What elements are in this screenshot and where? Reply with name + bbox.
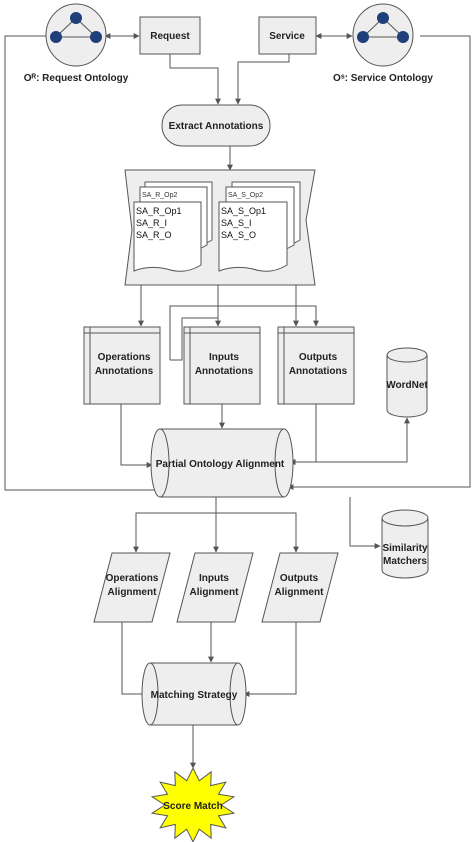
- doc-right-back-label: SA_S_Op2: [228, 192, 263, 199]
- outputs-alignment-label: Outputs: [280, 573, 319, 584]
- similarity-matchers-label: Matchers: [383, 556, 427, 567]
- score-match-label: Score Match: [163, 801, 222, 812]
- operations-annotations-label: Operations: [98, 352, 151, 363]
- operations-alignment-label: Operations: [106, 573, 159, 584]
- operations-alignment-label: Alignment: [108, 587, 158, 598]
- request-node: Request: [139, 16, 201, 55]
- doc-right-line: SA_S_O: [221, 230, 256, 240]
- request-annotation-doc: [133, 201, 202, 272]
- wordnet-link: [289, 417, 410, 465]
- wordnet-node: WordNet: [386, 347, 428, 418]
- ontology-dot: [50, 31, 62, 43]
- operations-to-inputs-link: [170, 317, 218, 361]
- outputs-alignment-label: Alignment: [275, 587, 325, 598]
- matching-strategy-label: Matching Strategy: [151, 690, 238, 701]
- doc-right-line: SA_S_I: [221, 218, 252, 228]
- partial-alignment-node: Partial Ontology Alignment: [150, 428, 294, 498]
- right-loop-connector: [287, 35, 471, 490]
- extract-annotations-node: Extract Annotations: [161, 104, 271, 147]
- operations-annotations-label: Annotations: [95, 366, 154, 377]
- connectors: [4, 33, 471, 769]
- alignment-branch: [135, 512, 297, 552]
- service-annotation-doc: [218, 201, 288, 272]
- wordnet-label: WordNet: [386, 380, 428, 391]
- partial-alignment-label: Partial Ontology Alignment: [156, 459, 285, 470]
- doc-right-line: SA_S_Op1: [221, 206, 266, 216]
- outputs-alignment-node: Outputs Alignment: [261, 552, 339, 623]
- outputs-annotations-label: Outputs: [299, 352, 338, 363]
- operations-to-alignment: [120, 404, 153, 468]
- doc-left-back-label: SA_R_Op2: [142, 192, 178, 199]
- similarity-matchers-label: Similarity: [382, 543, 427, 554]
- inputs-alignment-label: Inputs: [199, 573, 229, 584]
- request-ontology-node: Oᴿ: Request Ontology: [24, 3, 129, 84]
- ontology-dot: [357, 31, 369, 43]
- inputs-annotations-node: Inputs Annotations: [183, 326, 261, 405]
- ontology-dot: [70, 12, 82, 24]
- left-loop-connector: [4, 35, 289, 493]
- service-label: Service: [269, 31, 305, 42]
- annotation-documents: SA_R_Op2 SA_R_Op1 SA_R_I SA_R_O SA_S_Op2…: [124, 169, 316, 286]
- outputs-alignment-to-strategy: [243, 622, 297, 697]
- operations-to-outputs-link: [169, 305, 319, 360]
- doc-left-line: SA_R_I: [136, 218, 167, 228]
- ontology-dot: [377, 12, 389, 24]
- service-node: Service: [258, 16, 317, 55]
- inputs-annotations-label: Inputs: [209, 352, 239, 363]
- request-ontology-label: Oᴿ: Request Ontology: [24, 73, 129, 84]
- operations-alignment-to-strategy: [121, 622, 149, 697]
- similarity-matchers-node: Similarity Matchers: [381, 509, 429, 579]
- operations-alignment-node: Operations Alignment: [93, 552, 171, 623]
- matching-strategy-node: Matching Strategy: [141, 662, 247, 726]
- request-label: Request: [150, 31, 190, 42]
- outputs-annotations-label: Annotations: [289, 366, 348, 377]
- ontology-dot: [90, 31, 102, 43]
- service-ontology-node: Oˢ: Service Ontology: [333, 3, 433, 84]
- inputs-alignment-label: Alignment: [190, 587, 240, 598]
- score-match-node: Score Match: [150, 767, 236, 842]
- service-to-extract: [235, 54, 290, 105]
- doc-left-line: SA_R_O: [136, 230, 172, 240]
- extract-annotations-label: Extract Annotations: [169, 121, 264, 132]
- doc-left-line: SA_R_Op1: [136, 206, 182, 216]
- inputs-annotations-label: Annotations: [195, 366, 254, 377]
- ontology-dot: [397, 31, 409, 43]
- service-ontology-label: Oˢ: Service Ontology: [333, 73, 433, 84]
- operations-annotations-node: Operations Annotations: [83, 326, 161, 405]
- inputs-alignment-node: Inputs Alignment: [176, 552, 254, 623]
- outputs-annotations-node: Outputs Annotations: [277, 326, 355, 405]
- outputs-to-alignment: [289, 404, 317, 465]
- request-to-extract: [169, 54, 221, 105]
- similarity-link: [349, 497, 381, 549]
